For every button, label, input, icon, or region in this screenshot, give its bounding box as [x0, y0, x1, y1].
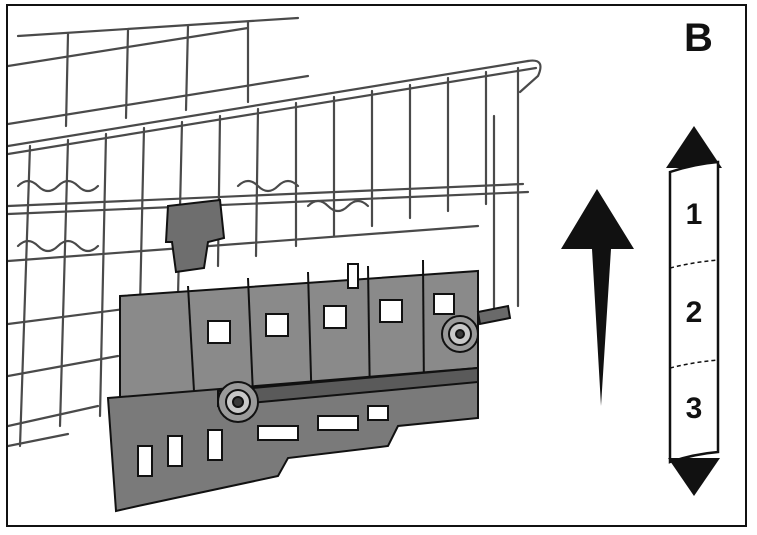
- height-scale: [666, 126, 722, 496]
- height-adjuster-bracket: [106, 198, 512, 513]
- triangle-down-icon: [668, 458, 720, 496]
- triangle-up-icon: [666, 126, 722, 168]
- scale-divider-1: [669, 259, 719, 269]
- scale-label-2: 2: [685, 296, 703, 329]
- wire-basket: [8, 16, 542, 448]
- up-arrow-icon: [561, 189, 634, 406]
- panel-label: B: [684, 16, 713, 60]
- dishwasher-basket-illustration: [8, 16, 722, 513]
- adjuster-screw-left: [217, 381, 259, 423]
- diagram-frame: B 1 2 3: [6, 4, 747, 527]
- adjuster-screw-right: [441, 315, 479, 353]
- scale-label-3: 3: [685, 392, 703, 425]
- scale-divider-2: [669, 359, 719, 369]
- scale-label-1: 1: [685, 198, 703, 231]
